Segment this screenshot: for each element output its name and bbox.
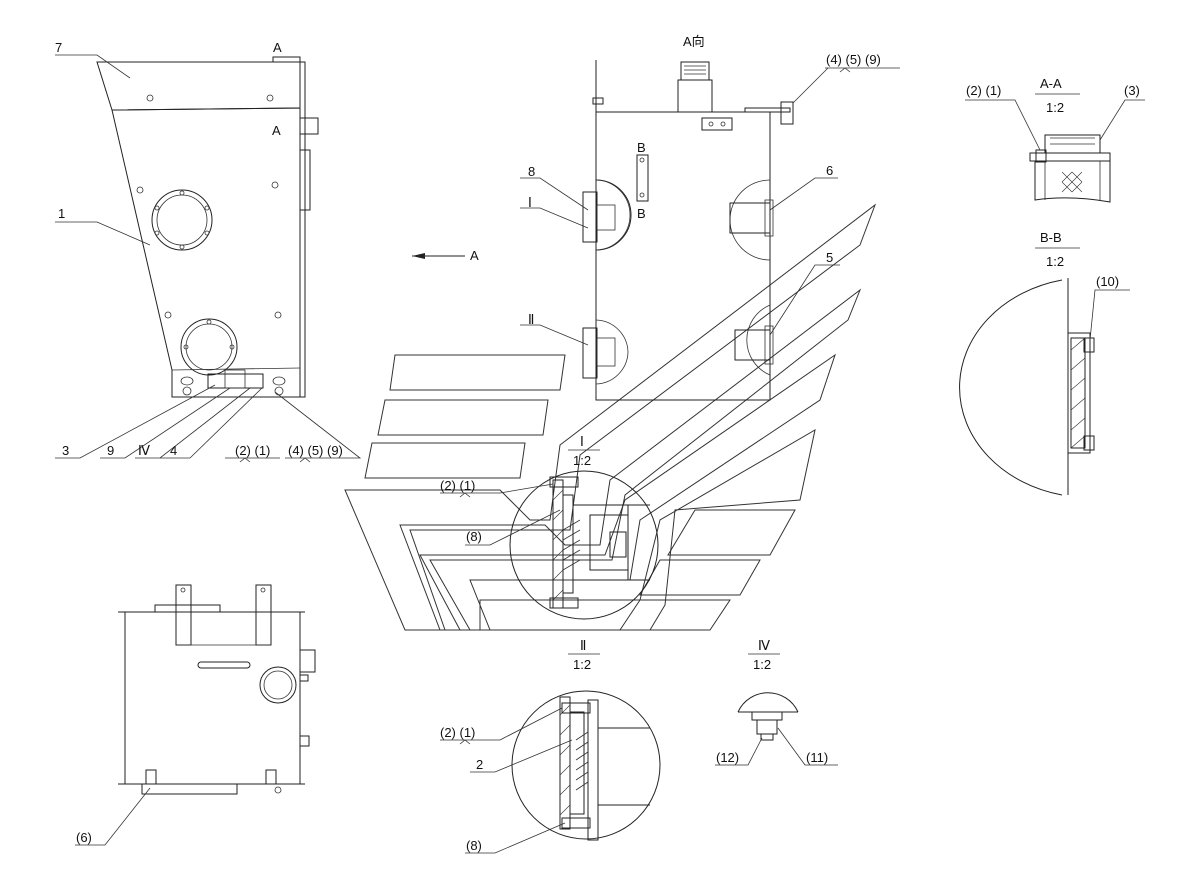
label-part-8: 8 (528, 164, 535, 179)
label-d4-part-12: (12) (716, 750, 739, 765)
view-a-title: A向 (683, 34, 705, 49)
label-view-a-top: A (273, 40, 282, 55)
label-bb-part-10: (10) (1096, 274, 1119, 289)
section-a-a: A-A 1:2 (2) (1) (3) (965, 76, 1145, 203)
detail-2-scale: 1:2 (573, 657, 591, 672)
detail-4: Ⅳ 1:2 (12) (11) (715, 638, 838, 766)
section-bb-scale: 1:2 (1046, 254, 1064, 269)
label-arrow-a: A (470, 248, 479, 263)
label-section-b-top: B (637, 140, 646, 155)
label-parts-4-5-9: (4) (5) (9) (288, 443, 343, 458)
label-part-7: 7 (55, 40, 62, 55)
detail-4-title: Ⅳ (758, 638, 770, 653)
label-d1-parts-2-1: (2) (1) (440, 478, 475, 493)
view-arrow-a: A (412, 248, 479, 263)
label-part-4: 4 (170, 443, 177, 458)
label-section-b-bottom: B (637, 206, 646, 221)
bottom-view: (6) (75, 584, 316, 846)
section-b-b: B-B 1:2 (10) (959, 230, 1130, 496)
label-d2-part-8: (8) (466, 838, 482, 853)
label-aa-parts-2-1: (2) (1) (966, 83, 1001, 98)
detail-1-title: Ⅰ (580, 434, 584, 449)
detail-2-title: Ⅱ (580, 638, 586, 653)
label-view-a-mid: A (272, 123, 281, 138)
label-detail-2-roman: Ⅱ (528, 312, 534, 327)
label-part-6: 6 (826, 163, 833, 178)
section-aa-scale: 1:2 (1046, 100, 1064, 115)
label-d2-parts-2-1: (2) (1) (440, 725, 475, 740)
main-side-view (55, 54, 362, 463)
label-parts-4-5-9-a: (4) (5) (9) (826, 52, 881, 67)
label-d4-part-11: (11) (806, 750, 828, 765)
detail-2: Ⅱ 1:2 (2) (1) 2 (8) (440, 638, 661, 854)
label-bottom-part-6: (6) (76, 830, 92, 845)
label-d2-part-2: 2 (476, 757, 483, 772)
detail-1-scale: 1:2 (573, 453, 591, 468)
view-a: A向 B B (520, 34, 900, 401)
section-aa-title: A-A (1040, 76, 1062, 91)
main-view-labels: 7 A A 1 3 9 Ⅳ 4 (2) (1) (4) (5) (9) (55, 40, 343, 458)
label-part-1: 1 (58, 206, 65, 221)
label-parts-2-1: (2) (1) (235, 443, 270, 458)
label-detail-4-roman: Ⅳ (138, 443, 150, 458)
section-bb-title: B-B (1040, 230, 1062, 245)
label-part-3: 3 (62, 443, 69, 458)
label-d1-part-8: (8) (466, 529, 482, 544)
label-part-5: 5 (826, 250, 833, 265)
label-part-9: 9 (107, 443, 114, 458)
watermark-logo (344, 203, 877, 631)
label-aa-part-3: (3) (1124, 83, 1140, 98)
detail-4-scale: 1:2 (753, 657, 771, 672)
label-detail-1-roman: Ⅰ (528, 195, 532, 210)
detail-1: Ⅰ 1:2 (2) (1) (8) (440, 434, 659, 620)
